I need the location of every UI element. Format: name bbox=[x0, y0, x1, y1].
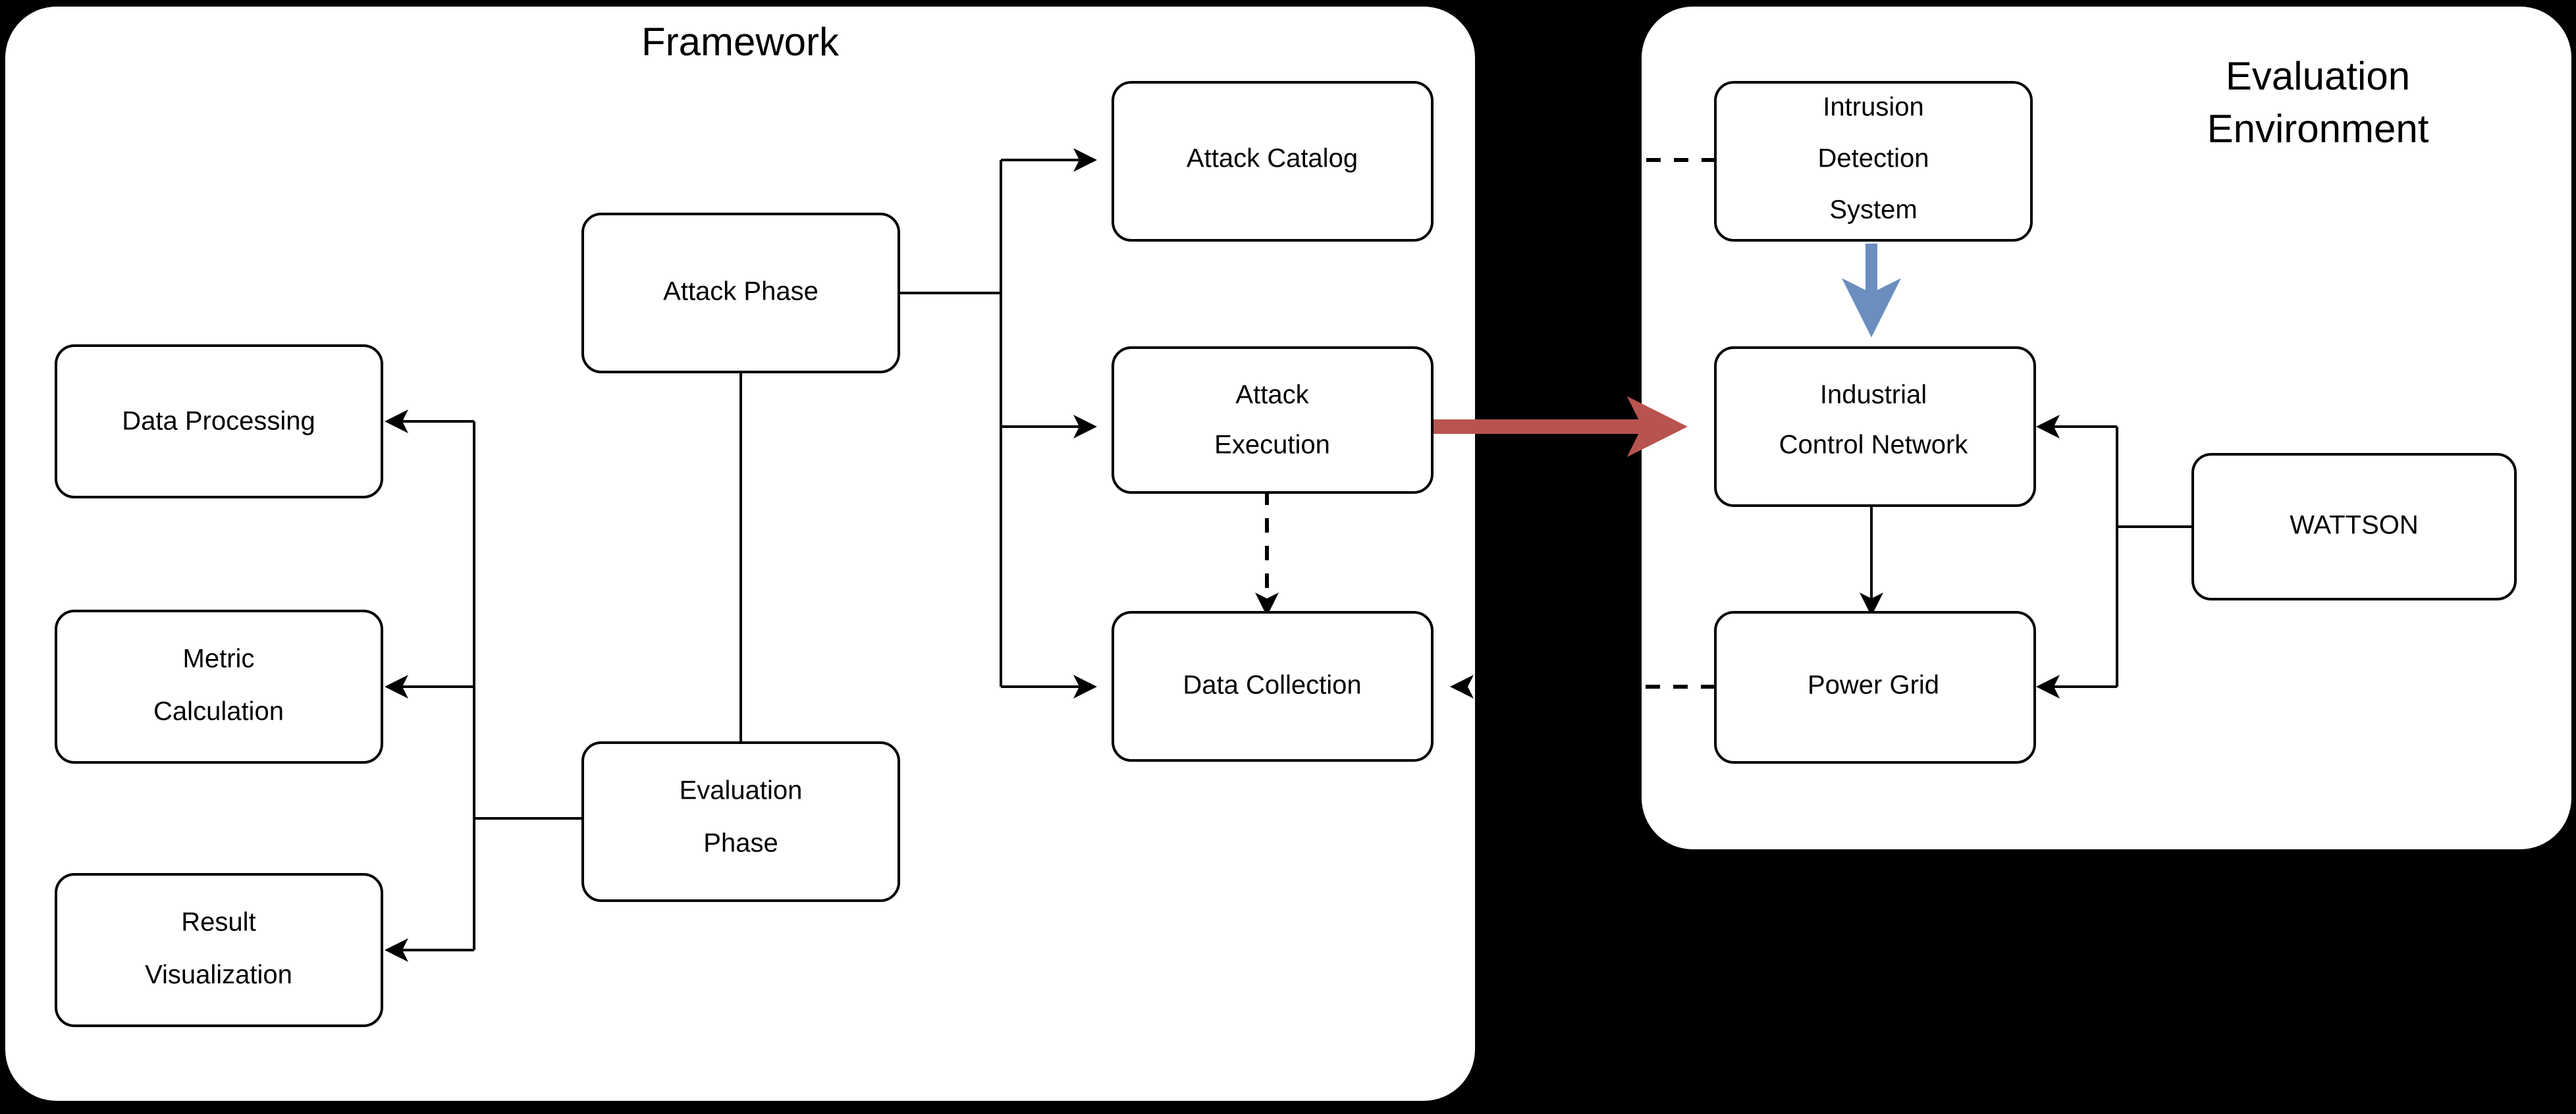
evaluation-environment-panel-title-line2: Environment bbox=[2207, 107, 2429, 151]
node-power-grid[interactable]: Power Grid bbox=[1714, 611, 2036, 764]
node-data-collection-label: Data Collection bbox=[1183, 671, 1361, 700]
node-power-grid-label: Power Grid bbox=[1808, 671, 1939, 700]
node-intrusion-detection-system[interactable]: Intrusion Detection System bbox=[1714, 81, 2033, 242]
evaluation-environment-panel-title-line1: Evaluation bbox=[2226, 54, 2410, 98]
node-evaluation-phase[interactable]: Evaluation Phase bbox=[581, 741, 900, 902]
framework-panel-title: Framework bbox=[641, 20, 840, 64]
node-wattson[interactable]: WATTSON bbox=[2191, 453, 2517, 600]
node-attack-phase-label: Attack Phase bbox=[663, 277, 818, 306]
node-industrial-control-network-label-line1: Industrial bbox=[1820, 381, 1927, 410]
node-evaluation-phase-label-line2: Phase bbox=[703, 829, 778, 858]
node-data-collection[interactable]: Data Collection bbox=[1112, 611, 1434, 762]
node-attack-execution-label-line1: Attack bbox=[1235, 381, 1309, 410]
node-attack-execution[interactable]: Attack Execution bbox=[1112, 346, 1434, 494]
node-intrusion-detection-system-label-line2: Detection bbox=[1818, 144, 1929, 173]
node-result-visualization[interactable]: Result Visualization bbox=[55, 873, 383, 1027]
node-result-visualization-label-line2: Visualization bbox=[145, 961, 292, 990]
node-industrial-control-network-label-line2: Control Network bbox=[1779, 431, 1969, 460]
node-metric-calculation-label-line2: Calculation bbox=[153, 697, 284, 726]
node-attack-catalog[interactable]: Attack Catalog bbox=[1112, 81, 1434, 242]
node-attack-catalog-label: Attack Catalog bbox=[1187, 144, 1358, 173]
node-metric-calculation-label-line1: Metric bbox=[183, 645, 255, 674]
node-wattson-label: WATTSON bbox=[2290, 511, 2419, 540]
node-industrial-control-network[interactable]: Industrial Control Network bbox=[1714, 346, 2036, 507]
node-attack-phase[interactable]: Attack Phase bbox=[581, 213, 900, 373]
node-data-processing[interactable]: Data Processing bbox=[55, 344, 383, 498]
node-metric-calculation[interactable]: Metric Calculation bbox=[55, 610, 383, 764]
edge-wattson-fanout bbox=[2036, 415, 2193, 699]
node-intrusion-detection-system-label-line3: System bbox=[1829, 196, 1917, 225]
node-result-visualization-label-line1: Result bbox=[181, 908, 255, 937]
edge-evaluation-phase-fanout bbox=[385, 410, 583, 962]
node-intrusion-detection-system-label-line1: Intrusion bbox=[1823, 93, 1923, 122]
edge-attack-phase-fanout bbox=[899, 148, 1097, 699]
node-attack-execution-label-line2: Execution bbox=[1214, 431, 1330, 460]
node-evaluation-phase-label-line1: Evaluation bbox=[680, 776, 803, 805]
node-data-processing-label: Data Processing bbox=[122, 407, 315, 436]
